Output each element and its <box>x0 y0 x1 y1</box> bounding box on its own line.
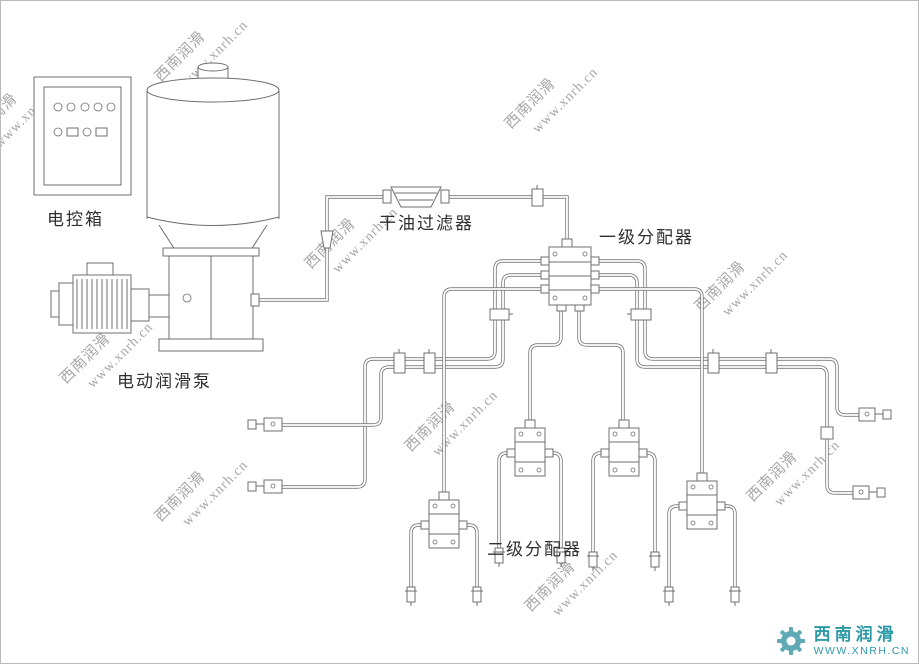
secondary-distributor-2 <box>600 419 648 477</box>
pump-body <box>158 247 264 352</box>
electric-motor <box>50 262 170 334</box>
lube-point-fittings-left <box>247 417 283 494</box>
secondary-distributor-1 <box>506 419 554 477</box>
logo-name: 西南润滑 <box>813 625 898 645</box>
primary-distributor <box>540 238 600 312</box>
filter <box>382 186 450 208</box>
check-valve <box>320 230 334 249</box>
label-pump: 电动润滑泵 <box>117 372 212 391</box>
lube-point-fittings-right <box>852 407 892 500</box>
control-box <box>33 76 132 196</box>
secondary-distributor-4 <box>420 491 468 549</box>
grease-reservoir <box>146 62 280 257</box>
label-primary-distributor: 一级分配器 <box>599 228 694 247</box>
logo-site: WWW.XNRH.CN <box>813 644 910 657</box>
label-filter: 干油过滤器 <box>379 214 474 233</box>
outlet-hoses <box>409 451 737 589</box>
gear-icon <box>776 627 805 655</box>
grease-nozzles <box>405 547 741 606</box>
label-secondary-distributor: 二级分配器 <box>487 540 582 559</box>
pipe-clamps <box>393 185 834 440</box>
secondary-distributor-3 <box>678 472 726 530</box>
label-control-box: 电控箱 <box>47 210 104 229</box>
brand-logo: 西南润滑 WWW.XNRH.CN <box>775 625 910 657</box>
